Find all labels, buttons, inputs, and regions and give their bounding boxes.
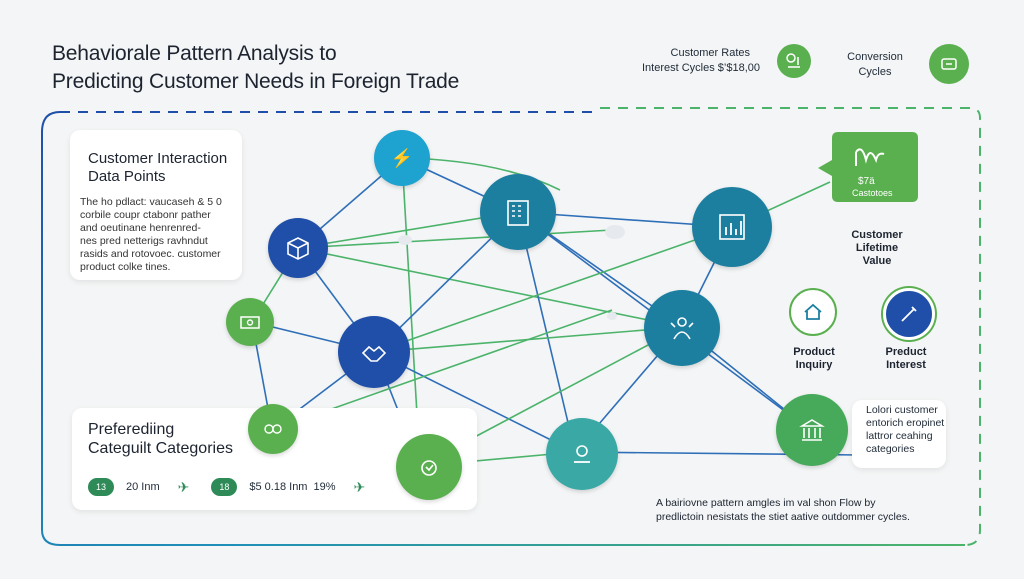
legend-interest: Customer Rates Interest Cycles $’$18,00 <box>630 46 760 76</box>
box-icon <box>287 237 309 260</box>
cash-icon <box>264 424 282 434</box>
title-line-1: Behaviorale Pattern Analysis to <box>52 42 337 65</box>
legend-interest-line1: Customer Rates <box>670 47 750 59</box>
bubble-value: $7ä <box>858 176 875 187</box>
categories-title-line2: Categuilt Categories <box>88 440 233 457</box>
clv-line2: Lifetime <box>855 242 899 254</box>
clv-line3: Value <box>862 255 892 267</box>
category-value-2-sub: 19% <box>313 481 336 493</box>
lock-icon <box>421 460 437 476</box>
interaction-card-title: Customer Interaction Data Points <box>70 130 242 186</box>
interaction-body-line: product colke tines. <box>80 261 171 273</box>
inquiry-line1: Product <box>793 346 835 358</box>
chart-legend-icon <box>777 44 811 78</box>
caption-line1: A bairiovne pattern amgles im val shon F… <box>656 497 876 509</box>
right-note: Lolori customer entorich eropinet lattro… <box>852 400 946 468</box>
category-badge-2: 18 <box>211 478 238 496</box>
product-interest-label: Preduct Interest <box>868 346 944 372</box>
lock-node <box>396 434 462 500</box>
note-line: lattror ceahing <box>866 430 933 442</box>
frame-border-top-right <box>600 107 981 546</box>
legend-conversion-line2: Cycles <box>858 66 892 78</box>
chart-icon <box>719 214 745 240</box>
bank-icon <box>574 445 590 463</box>
product-inquiry-label: Product Inquiry <box>776 346 852 372</box>
money-node <box>226 298 274 346</box>
note-line: categories <box>866 443 915 455</box>
building-node <box>480 174 556 250</box>
people-node <box>644 290 720 366</box>
note-line: entorich eropinet <box>866 417 945 429</box>
interaction-card: Customer Interaction Data Points The ho … <box>70 130 242 280</box>
legend-conversion-line1: Conversion <box>847 51 903 63</box>
clv-line1: Customer <box>851 229 903 241</box>
categories-title-line1: Preferediing <box>88 421 175 438</box>
category-value-2: $5 0.18 Inm <box>249 481 308 493</box>
people-icon <box>670 317 694 340</box>
interaction-body-line: The ho pdlact: vaucaseh & 5 0 <box>80 196 222 208</box>
interaction-title-line1: Customer Interaction <box>88 150 228 167</box>
interaction-card-body: The ho pdlact: vaucaseh & 5 0 corbile co… <box>70 186 242 274</box>
money-icon <box>240 316 260 329</box>
home-icon <box>789 288 837 336</box>
interest-line1: Preduct <box>885 346 927 358</box>
frame-border-left <box>41 111 965 546</box>
box-node <box>268 218 328 278</box>
plane-icon: ✈ <box>177 478 190 495</box>
handshake-node <box>338 316 410 388</box>
interaction-body-line: nes pred netterigs ravhndut <box>80 235 208 247</box>
inquiry-line2: Inquiry <box>795 359 833 371</box>
tools-icon <box>883 288 935 340</box>
cash-node <box>248 404 298 454</box>
speech-bubble: $7ä Castotoes <box>818 132 918 207</box>
page-title: Behaviorale Pattern Analysis to Predicti… <box>52 40 459 96</box>
legend-conversion: Conversion Cycles <box>835 50 915 80</box>
category-badge-1: 13 <box>88 478 114 496</box>
handshake-icon <box>361 345 387 362</box>
title-line-2: Predicting Customer Needs in Foreign Tra… <box>52 70 460 93</box>
bank-node <box>546 418 618 490</box>
interaction-body-line: corbile coupr ctabonr pather <box>80 209 211 221</box>
category-value-1: 20 Inm <box>126 481 160 493</box>
plane-icon: ✈ <box>353 478 366 495</box>
interaction-body-line: rasids and rotovoec. customer <box>80 248 221 260</box>
interaction-body-line: and oeutinane henrenred- <box>80 222 201 234</box>
bubble-label: Castotoes <box>852 188 893 198</box>
note-line: Lolori customer <box>866 404 938 416</box>
interest-line2: Interest <box>886 359 926 371</box>
building-icon <box>507 200 529 226</box>
chart-node <box>692 187 772 267</box>
clv-label: Customer Lifetime Value <box>842 229 912 268</box>
bank-building-icon <box>799 419 825 441</box>
signal-icon: ⚡ <box>390 147 414 168</box>
diagram-caption: A bairiovne pattern amgles im val shon F… <box>656 496 956 524</box>
museum-node <box>776 394 848 466</box>
interaction-title-line2: Data Points <box>88 168 166 185</box>
legend-interest-line2: Interest Cycles $’$18,00 <box>641 62 760 74</box>
cycles-legend-icon <box>929 44 969 84</box>
categories-card-title: Preferediing Categuilt Categories <box>72 408 477 458</box>
categories-stats: 13 20 Inm ✈ 18 $5 0.18 Inm 19% ✈ <box>88 478 365 496</box>
caption-line2: predlictoin nesistats the stiet aative o… <box>656 511 910 523</box>
signal-node: ⚡ <box>374 130 430 186</box>
